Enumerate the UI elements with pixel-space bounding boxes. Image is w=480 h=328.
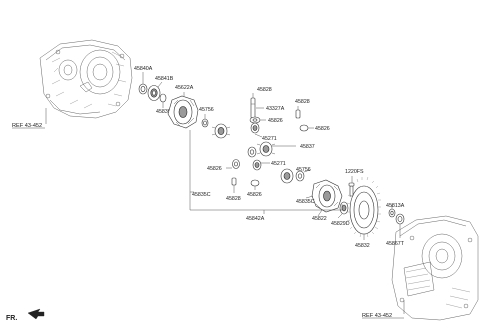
label-45826-top: 45826	[268, 118, 283, 124]
assembly-bracket-45842A	[189, 130, 343, 214]
label-45271-upper: 45271	[262, 136, 277, 142]
label-45826-left: 45826	[207, 166, 222, 172]
part-45826-washer-top	[249, 116, 261, 124]
label-45813A: 45813A	[386, 203, 405, 209]
part-45822-differential-case	[311, 179, 343, 213]
label-45837: 45837	[300, 144, 315, 150]
front-direction-label: FR.	[6, 315, 17, 322]
label-45829D: 45829D	[331, 221, 350, 227]
front-direction-indicator: FR.	[6, 308, 45, 322]
part-pinion-gear-lower	[252, 159, 262, 171]
part-45840A-seal	[138, 83, 148, 95]
part-45826-washer-lower	[250, 179, 260, 187]
part-1220FS-bolt	[348, 182, 355, 197]
label-45867T: 45867T	[386, 241, 405, 247]
label-45835C-right: 45835C	[296, 199, 315, 205]
label-45826-right: 45826	[315, 126, 330, 132]
part-45622A-differential-case	[167, 95, 199, 129]
ref-label-upper: REF 43-452	[12, 123, 42, 129]
part-45828-pin-right	[295, 109, 301, 119]
part-45813A-seal	[388, 208, 396, 218]
label-45822: 45822	[312, 216, 327, 222]
part-45832-ring-gear	[346, 176, 381, 238]
part-45756-bearing-lower	[295, 170, 305, 182]
label-45756-upper: 45756	[199, 107, 214, 113]
part-45867T-shim	[395, 213, 405, 225]
ref-label-lower: REF 43-452	[362, 313, 392, 319]
label-45842A: 45842A	[246, 216, 265, 222]
part-pinion-gear-upper	[250, 122, 260, 134]
part-45829D-bearing	[339, 201, 349, 215]
part-45756-bearing-upper	[201, 118, 209, 128]
part-side-gear-upper	[211, 123, 231, 139]
transmission-housing-upper	[39, 39, 133, 119]
label-45828-lower: 45828	[226, 196, 241, 202]
part-45841B-bearing	[147, 85, 161, 101]
label-45840A: 45840A	[134, 66, 153, 72]
part-45826-washer-left	[232, 159, 240, 169]
part-pinion-shaft	[250, 97, 256, 119]
label-43327A: 43327A	[266, 106, 285, 112]
label-45826-lower: 45826	[247, 192, 262, 198]
transmission-housing-lower	[391, 215, 479, 321]
label-45839: 45839	[156, 109, 171, 115]
part-differential-pinion-set	[247, 141, 276, 158]
part-45828-pin-lower	[231, 177, 237, 186]
label-45835C-left: 45835C	[192, 192, 211, 198]
label-45622A: 45622A	[175, 85, 194, 91]
label-1220FS: 1220FS	[345, 169, 364, 175]
part-45826-washer-right	[299, 124, 309, 132]
label-45828-top: 45828	[257, 87, 272, 93]
label-45756-lower: 45756	[296, 167, 311, 173]
part-45839-shim	[159, 93, 167, 103]
label-45841B: 45841B	[155, 76, 174, 82]
label-45828-right: 45828	[295, 99, 310, 105]
label-45832: 45832	[355, 243, 370, 249]
label-45271-lower: 45271	[271, 161, 286, 167]
front-arrow-icon	[27, 308, 45, 320]
part-side-gear-lower	[280, 168, 294, 184]
